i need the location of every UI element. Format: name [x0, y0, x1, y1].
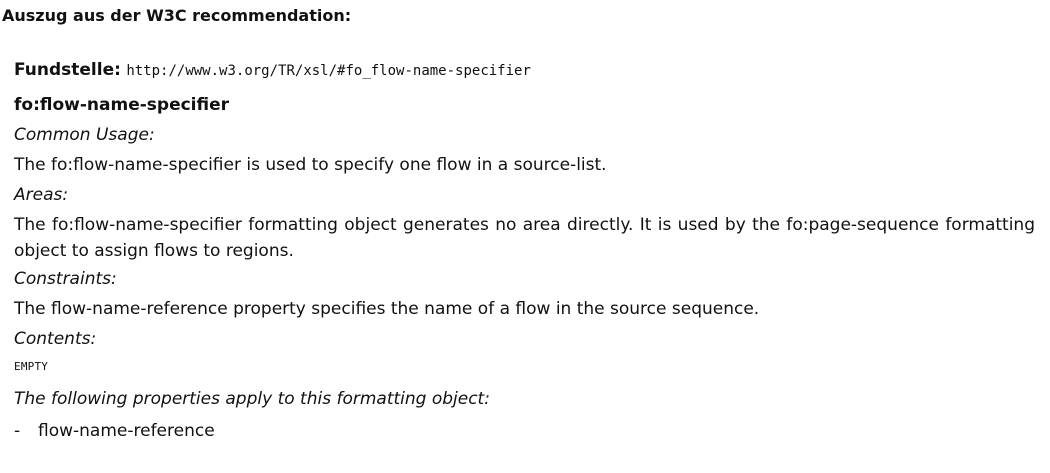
source-url: http://www.w3.org/TR/xsl/#fo_flow-name-s… [126, 63, 531, 79]
page-heading: Auszug aus der W3C recommendation: [2, 6, 352, 25]
contents-value: EMPTY [14, 360, 49, 373]
common-usage-text: The fo:flow-name-specifier is used to sp… [14, 155, 607, 175]
recommendation-excerpt: Fundstelle: http://www.w3.org/TR/xsl/#fo… [14, 58, 1035, 444]
source-label: Fundstelle: [14, 60, 121, 80]
properties-intro: The following properties apply to this f… [14, 389, 490, 409]
constraints-text: The flow-name-reference property specifi… [14, 299, 760, 319]
property-name: flow-name-reference [38, 421, 215, 441]
common-usage-label: Common Usage: [14, 125, 155, 145]
property-bullet: - [14, 421, 21, 441]
constraints-label: Constraints: [14, 269, 117, 289]
element-title: fo:flow-name-specifier [14, 95, 230, 115]
property-item: - flow-name-reference [14, 418, 1035, 444]
property-list: - flow-name-reference [14, 418, 1035, 444]
contents-label: Contents: [14, 329, 97, 349]
source-reference: Fundstelle: http://www.w3.org/TR/xsl/#fo… [14, 58, 1035, 84]
areas-text: The fo:flow-name-specifier formatting ob… [14, 215, 1035, 261]
areas-label: Areas: [14, 185, 69, 205]
